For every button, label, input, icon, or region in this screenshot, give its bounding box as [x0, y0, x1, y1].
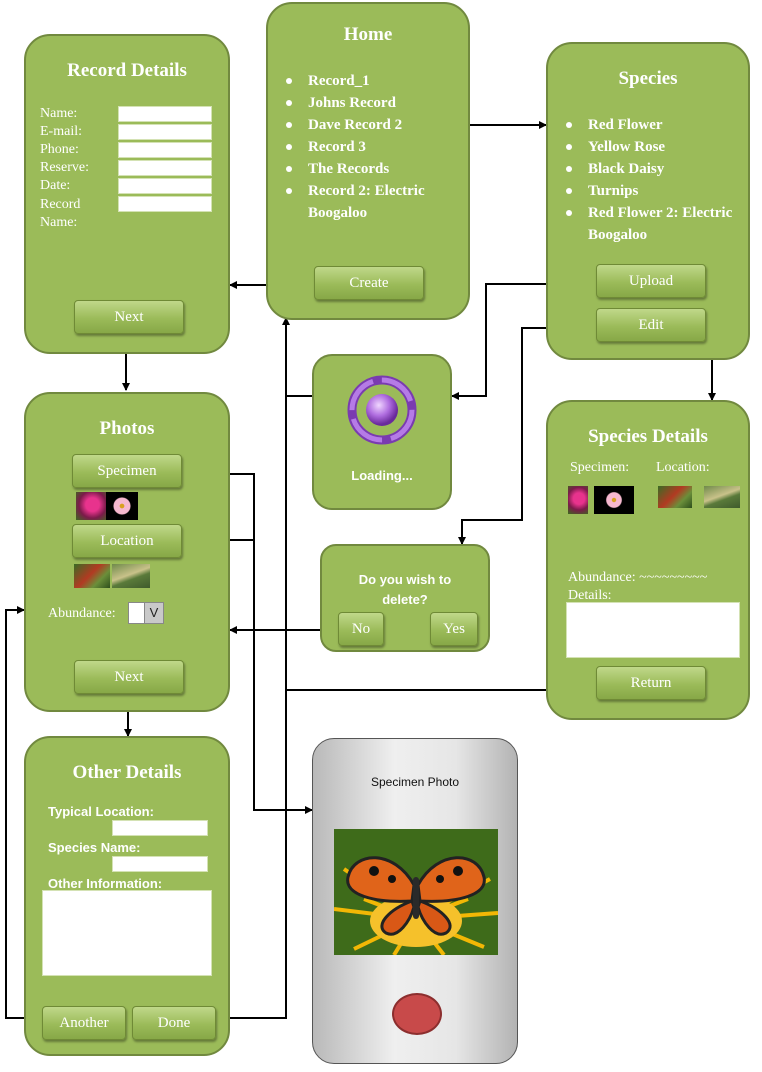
- details-textarea[interactable]: [566, 602, 740, 658]
- home-button-icon[interactable]: [392, 993, 442, 1035]
- another-button[interactable]: Another: [42, 1006, 126, 1040]
- email-field[interactable]: [118, 124, 212, 140]
- specimen-thumb-pink-flower[interactable]: [76, 492, 106, 520]
- loading-text: Loading...: [351, 468, 413, 483]
- specimen-thumb-white-flower[interactable]: [106, 492, 138, 520]
- location-thumb-1: [658, 486, 692, 508]
- specimen-thumb-pink-flower: [568, 486, 588, 514]
- typical-location-field[interactable]: [112, 820, 208, 836]
- species-title: Species: [618, 68, 678, 89]
- species-details-panel: Species Details Specimen: Location: Abun…: [546, 400, 750, 720]
- date-field[interactable]: [118, 178, 212, 194]
- specimen-photo-phone: Specimen Photo: [312, 738, 518, 1064]
- edit-button[interactable]: Edit: [596, 308, 706, 342]
- other-details-title: Other Details: [72, 762, 182, 783]
- species-item[interactable]: Red Flower: [562, 114, 746, 136]
- specimen-label: Specimen:: [570, 460, 630, 475]
- location-thumb-2: [704, 486, 740, 508]
- record-name-label: Record Name:: [40, 197, 81, 230]
- create-button[interactable]: Create: [314, 266, 424, 300]
- abundance-select[interactable]: V: [128, 602, 164, 624]
- return-button[interactable]: Return: [596, 666, 706, 700]
- photos-next-button[interactable]: Next: [74, 660, 184, 694]
- record-item[interactable]: Record 3: [282, 136, 468, 158]
- abundance-label: Abundance:: [48, 606, 116, 621]
- species-list: Red Flower Yellow Rose Black Daisy Turni…: [562, 114, 746, 246]
- specimen-photo-title: Specimen Photo: [370, 775, 460, 789]
- record-item[interactable]: The Records: [282, 158, 468, 180]
- reserve-label: Reserve:: [40, 160, 89, 175]
- details-label: Details:: [568, 588, 612, 603]
- record-next-button[interactable]: Next: [74, 300, 184, 334]
- species-name-field[interactable]: [112, 856, 208, 872]
- name-label: Name:: [40, 106, 78, 121]
- record-item[interactable]: Dave Record 2: [282, 114, 468, 136]
- location-button[interactable]: Location: [72, 524, 182, 558]
- done-button[interactable]: Done: [132, 1006, 216, 1040]
- phone-field[interactable]: [118, 142, 212, 158]
- butterfly-photo: [334, 829, 498, 955]
- specimen-thumb-white-flower: [594, 486, 634, 514]
- photos-title: Photos: [99, 418, 155, 439]
- species-panel: Species Red Flower Yellow Rose Black Dai…: [546, 42, 750, 360]
- home-title: Home: [343, 24, 393, 45]
- loading-spinner-icon: [347, 375, 417, 445]
- species-item[interactable]: Yellow Rose: [562, 136, 746, 158]
- yes-button[interactable]: Yes: [430, 612, 478, 646]
- record-item[interactable]: Record_1: [282, 70, 468, 92]
- name-field[interactable]: [118, 106, 212, 122]
- reserve-field[interactable]: [118, 160, 212, 176]
- location-thumb-2[interactable]: [112, 564, 150, 588]
- record-details-panel: Record Details Name: E-mail: Phone: Rese…: [24, 34, 230, 354]
- other-details-panel: Other Details Typical Location: Species …: [24, 736, 230, 1056]
- photos-panel: Photos Specimen Location Abundance: V Ne…: [24, 392, 230, 712]
- date-label: Date:: [40, 178, 71, 193]
- delete-dialog: Do you wish to delete? No Yes: [320, 544, 490, 652]
- no-button[interactable]: No: [338, 612, 384, 646]
- email-label: E-mail:: [40, 124, 82, 139]
- phone-label: Phone:: [40, 142, 79, 157]
- upload-button[interactable]: Upload: [596, 264, 706, 298]
- species-item[interactable]: Red Flower 2: Electric Boogaloo: [562, 202, 746, 246]
- record-name-field[interactable]: [118, 196, 212, 212]
- chevron-down-icon[interactable]: V: [144, 603, 163, 623]
- other-info-label: Other Information:: [48, 876, 163, 891]
- other-info-textarea[interactable]: [42, 890, 212, 976]
- location-label: Location:: [656, 460, 710, 475]
- species-name-label: Species Name:: [48, 840, 141, 855]
- record-item[interactable]: Record 2: Electric Boogaloo: [282, 180, 468, 224]
- record-item[interactable]: Johns Record: [282, 92, 468, 114]
- delete-question: Do you wish to delete?: [358, 572, 452, 607]
- home-panel: Home Record_1 Johns Record Dave Record 2…: [266, 2, 470, 320]
- species-details-title: Species Details: [588, 426, 708, 447]
- abundance-label: Abundance: ~~~~~~~~~: [568, 570, 708, 585]
- location-thumb-1[interactable]: [74, 564, 110, 588]
- species-item[interactable]: Turnips: [562, 180, 746, 202]
- record-details-title: Record Details: [67, 60, 187, 81]
- species-item[interactable]: Black Daisy: [562, 158, 746, 180]
- loading-panel: Loading...: [312, 354, 452, 510]
- specimen-button[interactable]: Specimen: [72, 454, 182, 488]
- typical-location-label: Typical Location:: [48, 804, 154, 819]
- record-list: Record_1 Johns Record Dave Record 2 Reco…: [282, 70, 468, 224]
- arrow-upload-to-loading: [451, 283, 596, 400]
- arrow-done-line: [214, 690, 287, 1019]
